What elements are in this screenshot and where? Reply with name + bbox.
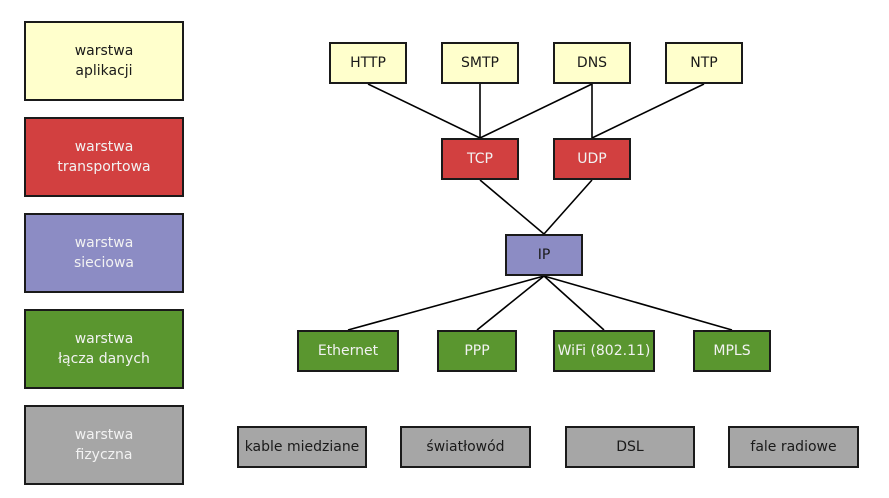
node-tcp: TCP [441, 138, 519, 180]
edge-ip-mpls [543, 275, 733, 331]
node-radio-waves: fale radiowe [728, 426, 859, 468]
legend-application-layer: warstwa aplikacji [24, 21, 184, 101]
node-smtp: SMTP [441, 42, 519, 84]
node-ntp: NTP [665, 42, 743, 84]
node-wifi: WiFi (802.11) [553, 330, 655, 372]
node-copper-cables: kable miedziane [237, 426, 367, 468]
node-fiber-optic: światłowód [400, 426, 531, 468]
edge-udp-ip [543, 179, 593, 235]
node-ethernet: Ethernet [297, 330, 399, 372]
edge-tcp-ip [479, 179, 545, 235]
edge-dns-tcp [479, 83, 593, 139]
edge-ntp-udp [591, 83, 705, 139]
legend-physical-layer: warstwa fizyczna [24, 405, 184, 485]
legend-link-layer: warstwa łącza danych [24, 309, 184, 389]
node-http: HTTP [329, 42, 407, 84]
node-dsl: DSL [565, 426, 695, 468]
edge-ip-ppp [476, 275, 545, 331]
edge-ip-wifi-802-11- [543, 275, 605, 331]
legend-network-layer: warstwa sieciowa [24, 213, 184, 293]
node-ip: IP [505, 234, 583, 276]
edge-ip-ethernet [347, 275, 545, 331]
legend-transport-layer: warstwa transportowa [24, 117, 184, 197]
node-udp: UDP [553, 138, 631, 180]
edge-http-tcp [367, 83, 481, 139]
node-mpls: MPLS [693, 330, 771, 372]
node-dns: DNS [553, 42, 631, 84]
node-ppp: PPP [437, 330, 517, 372]
